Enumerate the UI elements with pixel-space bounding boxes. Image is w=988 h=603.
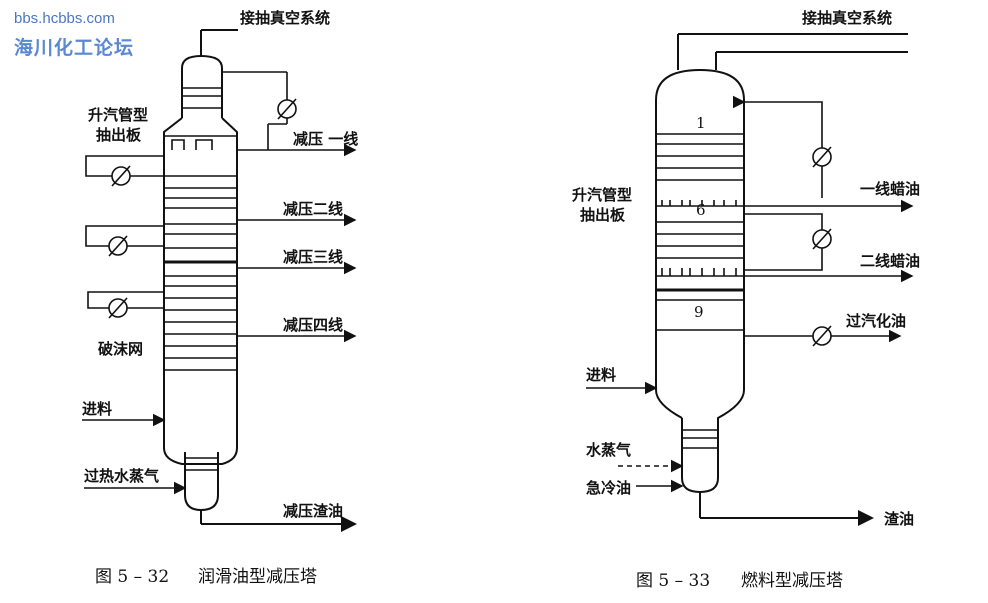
watermark-name: 海川化工论坛: [14, 37, 135, 59]
fig2-product2-label: 二线蜡油: [860, 252, 920, 270]
fig2-caption-title: 燃料型减压塔: [741, 571, 843, 591]
fig2-quench-label: 急冷油: [586, 479, 631, 497]
fig2-tray-1: 1: [696, 114, 706, 132]
fig2-tray-9: 9: [694, 303, 704, 321]
fig1-drawoff-label-1: 升汽管型: [88, 106, 148, 124]
fig1-product3-label: 减压三线: [283, 248, 343, 266]
fig2-tray-6: 6: [696, 201, 706, 219]
fig1-vacuum-label: 接抽真空系统: [240, 9, 330, 27]
fig2-drawoff-label-2: 抽出板: [580, 206, 626, 224]
fig2-product1-label: 一线蜡油: [860, 180, 920, 198]
tower-main-body: [163, 117, 238, 465]
fig1-caption-number: 图 5 – 32: [95, 567, 169, 587]
fig1-drawoff-label-2: 抽出板: [96, 126, 142, 144]
fig2-feed-label: 进料: [586, 366, 616, 384]
fig2-drawoff-label-1: 升汽管型: [572, 186, 632, 204]
tower-main-body: [655, 68, 745, 420]
lube-heat-exchangers: [108, 98, 297, 319]
watermark-url: bbs.hcbbs.com: [14, 10, 115, 27]
fig1-steam-label: 过热水蒸气: [84, 467, 159, 485]
tower-bottom-section: [184, 452, 219, 512]
lube-tower-piping: [82, 71, 357, 495]
fig1-product1-label: 减压 一线: [293, 130, 358, 148]
fig1-caption-title: 润滑油型减压塔: [198, 567, 317, 587]
fuel-tower-trays: [656, 133, 744, 449]
fig2-vacuum-label: 接抽真空系统: [802, 9, 892, 27]
fig1-residue-label: 减压渣油: [283, 502, 343, 520]
fuel-tower-piping: [586, 95, 914, 493]
tower-bottom-section: [681, 418, 719, 494]
fig1-demister-label: 破沫网: [98, 340, 143, 358]
fuel-vacuum-tower: [655, 33, 908, 526]
fig2-residue-label: 渣油: [884, 510, 914, 528]
fig1-feed-label: 进料: [82, 400, 112, 418]
fig2-steam-label: 水蒸气: [586, 441, 631, 459]
fig2-caption-number: 图 5 – 33: [636, 571, 710, 591]
fig2-overflash-label: 过汽化油: [846, 312, 906, 330]
fig1-product2-label: 减压二线: [283, 200, 343, 218]
fig1-product4-label: 减压四线: [283, 316, 343, 334]
lube-vacuum-tower: [163, 29, 357, 532]
fuel-heat-exchangers: [812, 146, 832, 347]
lube-tower-trays: [164, 87, 237, 471]
